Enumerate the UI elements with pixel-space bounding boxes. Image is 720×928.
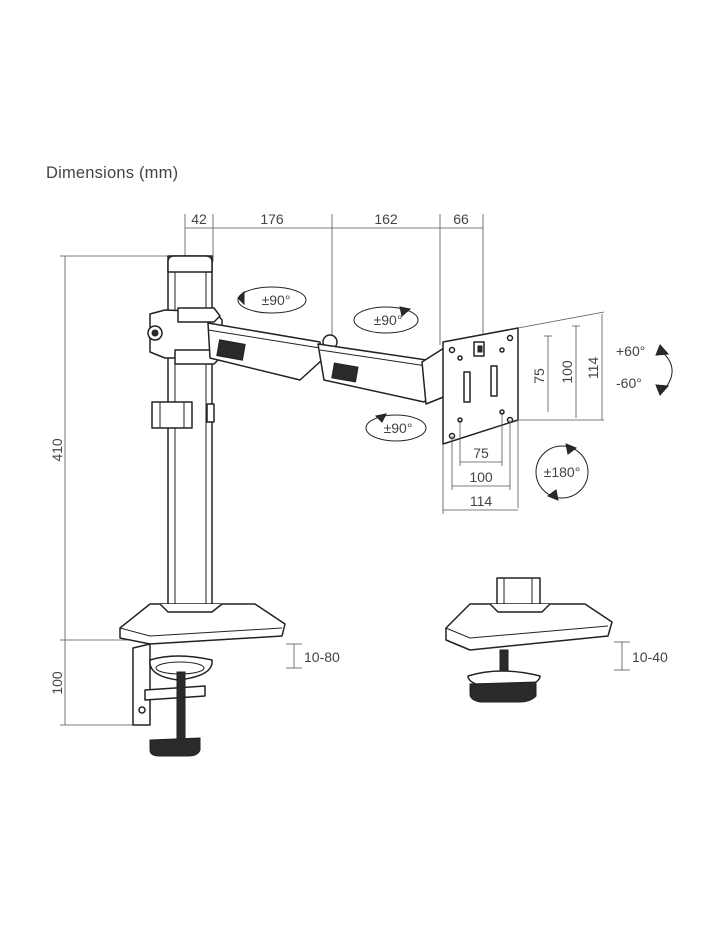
vesa-vertical-dimensions: 75 100 114 — [517, 311, 605, 421]
vesa-plate — [442, 327, 519, 445]
pole-collar — [147, 307, 223, 365]
clamp-range-alt-label: 10-40 — [632, 649, 668, 665]
vesa-horizontal-dimensions: 75 100 114 — [442, 412, 519, 514]
rotation-arm2-label: ±90° — [374, 312, 403, 328]
vesa-h-75: 75 — [473, 445, 489, 461]
dim-height-410: 410 — [49, 438, 65, 462]
alt-clamp — [467, 649, 541, 703]
alt-base — [445, 577, 613, 651]
dim-top-162: 162 — [374, 211, 398, 227]
rotation-head-swivel: ±90° — [365, 413, 427, 442]
desk-base — [119, 603, 286, 645]
vesa-v-75: 75 — [531, 368, 547, 384]
clamp-range-alt: 10-40 — [614, 641, 668, 671]
dim-top-42: 42 — [191, 211, 207, 227]
clamp-range-main-label: 10-80 — [304, 649, 340, 665]
vesa-v-100: 100 — [559, 360, 575, 384]
rotation-arm1-label: ±90° — [262, 292, 291, 308]
dim-height-100: 100 — [49, 671, 65, 695]
clamp-range-main: 10-80 — [286, 643, 340, 669]
tilt-up-label: +60° — [616, 343, 645, 359]
diagram-title: Dimensions (mm) — [46, 164, 179, 182]
tilt-down-label: -60° — [616, 375, 642, 391]
desk-clamp — [132, 643, 213, 757]
vesa-h-100: 100 — [469, 469, 493, 485]
arm-segment-2 — [317, 343, 447, 405]
tilt-indicator: +60° -60° — [616, 343, 673, 396]
dim-top-176: 176 — [260, 211, 284, 227]
rotation-arm1: ±90° — [237, 286, 307, 314]
vesa-v-114: 114 — [585, 357, 601, 380]
rotation-head-label: ±90° — [384, 420, 413, 436]
rotation-180: ±180° — [535, 443, 589, 501]
vesa-h-114: 114 — [470, 493, 493, 509]
left-dimension-line: 410 100 — [49, 255, 170, 726]
top-dimension-line: 42 176 162 66 — [184, 211, 484, 345]
rotation-180-label: ±180° — [544, 464, 581, 480]
dim-top-66: 66 — [453, 211, 469, 227]
rotation-arm2: ±90° — [353, 306, 419, 334]
arm-segment-1 — [207, 322, 338, 381]
